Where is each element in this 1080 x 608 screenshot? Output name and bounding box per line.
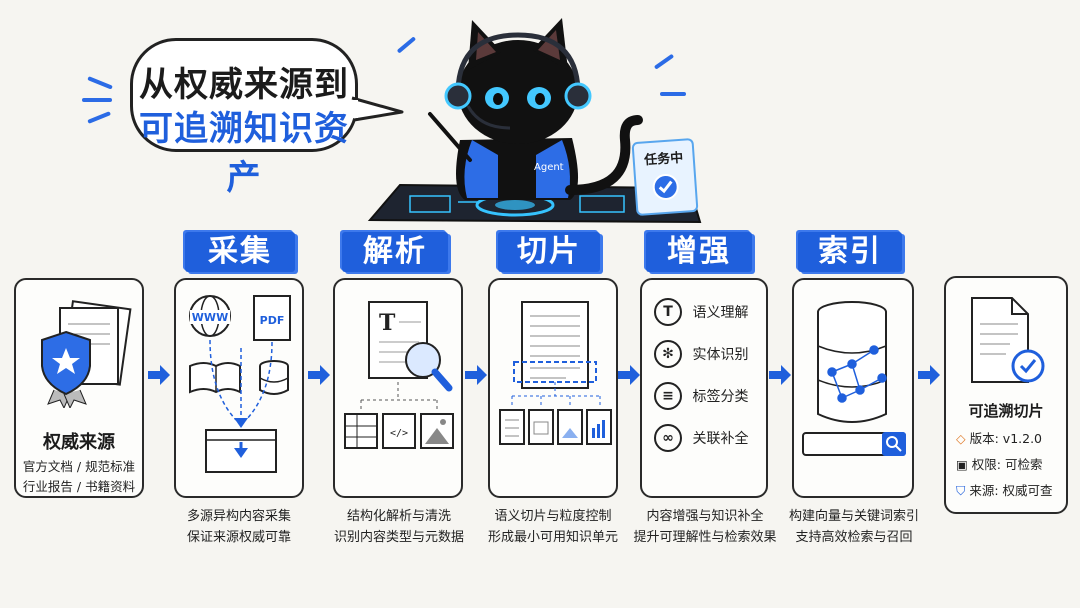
- source-card: 权威来源 官方文档 / 规范标准 行业报告 / 书籍资料: [14, 278, 144, 498]
- status-label: 任务中: [643, 150, 684, 169]
- asset-permission-text: 权限: 可检索: [971, 457, 1043, 472]
- pdf-label: PDF: [260, 314, 285, 327]
- collect-caption-2: 保证来源权威可靠: [186, 530, 291, 545]
- source-title: 权威来源: [43, 432, 115, 453]
- speech-bubble: 从权威来源到 可追溯知识资产: [130, 38, 358, 198]
- asset-title: 可追溯切片: [968, 402, 1044, 420]
- stage-title-parse: 解析: [342, 232, 448, 272]
- index-illustration: [817, 301, 887, 423]
- index-caption-2: 支持高效检索与召回: [795, 530, 913, 545]
- chunk-caption-2: 形成最小可用知识单元: [487, 530, 618, 545]
- bubble-tail: [350, 96, 404, 122]
- arrow-right-icon: [618, 365, 640, 385]
- check-badge-icon: [652, 173, 679, 200]
- source-line-1: 官方文档 / 规范标准: [22, 459, 136, 474]
- search-icon: [886, 436, 902, 452]
- parse-caption-1: 结构化解析与清洗: [346, 509, 451, 524]
- asset-origin-text: 来源: 权威可查: [969, 483, 1053, 498]
- stage-title-collect: 采集: [185, 232, 295, 272]
- stage-title-chunk: 切片: [498, 232, 600, 272]
- feature-tagging: ≡ 标签分类: [654, 382, 748, 410]
- feature-semantic: T 语义理解: [654, 298, 748, 326]
- semantic-icon: T: [654, 298, 682, 326]
- spark-icon: [87, 76, 113, 90]
- headline-line-1: 从权威来源到: [139, 65, 349, 105]
- link-icon: ∞: [654, 424, 682, 452]
- chunk-card: [488, 278, 618, 498]
- asset-origin: ⛉ 来源: 权威可查: [956, 480, 1053, 499]
- asset-version-text: 版本: v1.2.0: [969, 431, 1042, 446]
- enrich-card: T 语义理解 ✻ 实体识别 ≡ 标签分类 ∞ 关联补全: [640, 278, 768, 498]
- arrow-right-icon: [308, 365, 330, 385]
- collect-illustration: WWW PDF: [189, 295, 291, 473]
- feature-label: 语义理解: [692, 305, 749, 321]
- enrich-caption-1: 内容增强与知识补全: [646, 509, 764, 524]
- enrich-caption-2: 提升可理解性与检索效果: [633, 530, 777, 545]
- index-card: [792, 278, 914, 498]
- feature-label: 关联补全: [692, 431, 749, 447]
- stage-title-index: 索引: [798, 232, 902, 272]
- search-button[interactable]: [882, 432, 906, 456]
- spark-icon: [82, 98, 112, 102]
- chunk-caption-1: 语义切片与粒度控制: [494, 509, 612, 524]
- feature-label: 实体识别: [692, 347, 749, 363]
- source-line-2: 行业报告 / 书籍资料: [22, 479, 136, 494]
- vest-label: Agent: [534, 162, 564, 173]
- feature-linking: ∞ 关联补全: [654, 424, 748, 452]
- spark-icon: [87, 111, 112, 124]
- verified-document-icon: [971, 297, 1045, 383]
- entity-graph-icon: ✻: [654, 340, 682, 368]
- feature-entity: ✻ 实体识别: [654, 340, 748, 368]
- list-icon: ≡: [654, 382, 682, 410]
- arrow-right-icon: [465, 365, 487, 385]
- tag-icon: ◇: [956, 431, 966, 446]
- chunk-illustration: [499, 301, 612, 445]
- arrow-right-icon: [769, 365, 791, 385]
- spark-icon: [660, 92, 686, 96]
- www-label: WWW: [192, 311, 228, 324]
- asset-card: 可追溯切片 ◇ 版本: v1.2.0 ▣ 权限: 可检索 ⛉ 来源: 权威可查: [944, 276, 1068, 514]
- asset-permission: ▣ 权限: 可检索: [956, 454, 1042, 473]
- cat-agent-illustration: Agent: [367, 18, 702, 224]
- parse-illustration: T </>: [344, 301, 454, 449]
- lock-icon: ▣: [956, 457, 968, 472]
- parse-caption-2: 识别内容类型与元数据: [333, 530, 464, 545]
- shield-check-icon: ⛉: [956, 483, 966, 498]
- asset-version: ◇ 版本: v1.2.0: [956, 428, 1042, 447]
- headline-line-2: 可追溯知识资产: [139, 109, 349, 198]
- code-label: </>: [390, 428, 408, 439]
- index-caption-1: 构建向量与关键词索引: [788, 509, 919, 524]
- collect-caption-1: 多源异构内容采集: [186, 509, 291, 524]
- doc-letter: T: [379, 310, 396, 336]
- collect-card: WWW PDF: [174, 278, 304, 498]
- certified-document-icon: [41, 300, 132, 408]
- arrow-right-icon: [918, 365, 940, 385]
- feature-label: 标签分类: [692, 389, 749, 405]
- stage-title-enrich: 增强: [646, 232, 752, 272]
- status-card: 任务中: [631, 137, 699, 217]
- arrow-right-icon: [148, 365, 170, 385]
- parse-card: T </>: [333, 278, 463, 498]
